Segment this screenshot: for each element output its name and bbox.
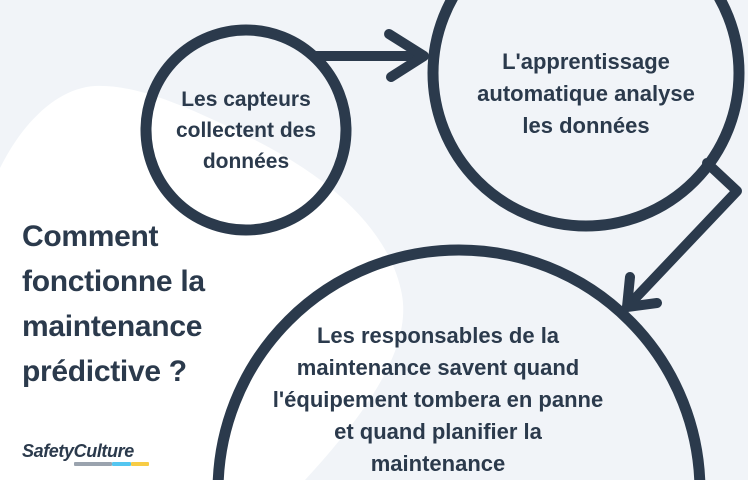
step-1-line: données bbox=[202, 150, 290, 173]
step-2-line: les données bbox=[522, 113, 650, 138]
logo-underline-grey bbox=[74, 462, 112, 466]
logo-underline-yellow bbox=[131, 462, 149, 466]
step-1-line: collectent des bbox=[175, 119, 317, 142]
arrow-step2-to-step3-icon bbox=[622, 158, 742, 312]
title-line: Comment bbox=[22, 220, 159, 253]
page-title: Comment fonctionne la maintenance prédic… bbox=[22, 214, 272, 394]
safetyculture-logo: SafetyCulture bbox=[22, 441, 192, 471]
step-3-line: l'équipement tombera en panne bbox=[272, 387, 604, 412]
title-line: fonctionne la bbox=[22, 265, 205, 298]
step-2-line: automatique analyse bbox=[477, 81, 695, 106]
step-1-circle bbox=[140, 24, 352, 236]
background-shape bbox=[0, 85, 404, 480]
step-2-circle bbox=[427, 0, 745, 232]
step-3-line: Les responsables de la bbox=[316, 323, 560, 348]
title-line: maintenance bbox=[22, 310, 203, 343]
arrow-step1-to-step2-icon bbox=[309, 29, 429, 82]
step-3-line: maintenance savent quand bbox=[296, 355, 580, 380]
step-2-label: L'apprentissage automatique analyse les … bbox=[421, 46, 748, 142]
step-3-circle bbox=[212, 244, 706, 480]
logo-underline-blue bbox=[112, 462, 131, 466]
title-line: prédictive ? bbox=[22, 355, 187, 388]
safetyculture-logo-text: SafetyCulture bbox=[22, 441, 134, 461]
step-3-line: et quand planifier la bbox=[334, 419, 542, 444]
step-2-line: L'apprentissage bbox=[502, 49, 670, 74]
step-1-line: Les capteurs bbox=[181, 88, 311, 111]
step-3-line: maintenance bbox=[370, 451, 506, 476]
step-3-label: Les responsables de la maintenance saven… bbox=[208, 320, 668, 480]
step-1-label: Les capteurs collectent des données bbox=[136, 84, 356, 177]
